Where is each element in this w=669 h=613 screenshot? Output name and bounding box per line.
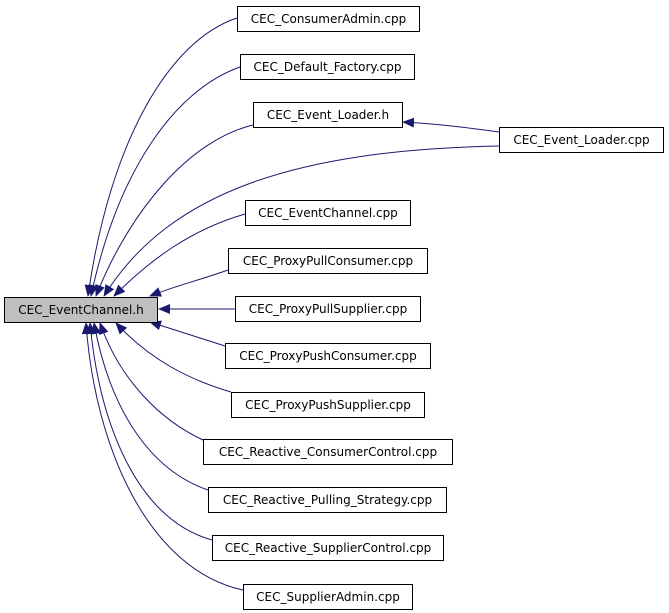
node-cec-eventchannel-h[interactable]: CEC_EventChannel.h	[4, 297, 158, 323]
edge-default-factory	[88, 66, 241, 297]
node-cec-reactive-suppliercontrol-cpp[interactable]: CEC_Reactive_SupplierControl.cpp	[212, 535, 444, 561]
node-cec-reactive-consumercontrol-cpp[interactable]: CEC_Reactive_ConsumerControl.cpp	[203, 439, 453, 465]
node-cec-proxypushconsumer-cpp[interactable]: CEC_ProxyPushConsumer.cpp	[225, 343, 431, 369]
node-cec-reactive-pulling-strategy-cpp[interactable]: CEC_Reactive_Pulling_Strategy.cpp	[208, 487, 447, 513]
node-cec-eventchannel-cpp[interactable]: CEC_EventChannel.cpp	[245, 200, 411, 226]
node-cec-default-factory-cpp[interactable]: CEC_Default_Factory.cpp	[240, 54, 415, 80]
edge-event-loader-cpp-to-h	[402, 117, 500, 133]
node-cec-proxypushsupplier-cpp[interactable]: CEC_ProxyPushSupplier.cpp	[231, 392, 425, 418]
edge-event-loader-cpp-to-root	[103, 145, 500, 297]
node-cec-event-loader-cpp[interactable]: CEC_Event_Loader.cpp	[499, 127, 664, 153]
edge-reactive-consumercontrol	[98, 322, 204, 441]
node-cec-proxypullsupplier-cpp[interactable]: CEC_ProxyPullSupplier.cpp	[235, 296, 421, 322]
node-cec-proxypullconsumer-cpp[interactable]: CEC_ProxyPullConsumer.cpp	[228, 248, 428, 274]
node-cec-consumeradmin-cpp[interactable]: CEC_ConsumerAdmin.cpp	[237, 6, 420, 32]
node-cec-supplieradmin-cpp[interactable]: CEC_SupplierAdmin.cpp	[243, 584, 413, 610]
edge-proxypushsupplier	[115, 322, 232, 393]
edge-event-loader-h	[95, 124, 254, 297]
edge-supplieradmin	[81, 322, 244, 591]
edge-proxypullconsumer	[149, 269, 229, 297]
edge-reactive-pulling-strategy	[91, 322, 209, 491]
edge-eventchannel-cpp	[113, 213, 246, 297]
edge-consumeradmin	[84, 17, 238, 297]
edge-proxypushconsumer	[149, 320, 226, 347]
node-cec-event-loader-h[interactable]: CEC_Event_Loader.h	[253, 102, 403, 128]
edge-reactive-suppliercontrol	[86, 322, 213, 541]
